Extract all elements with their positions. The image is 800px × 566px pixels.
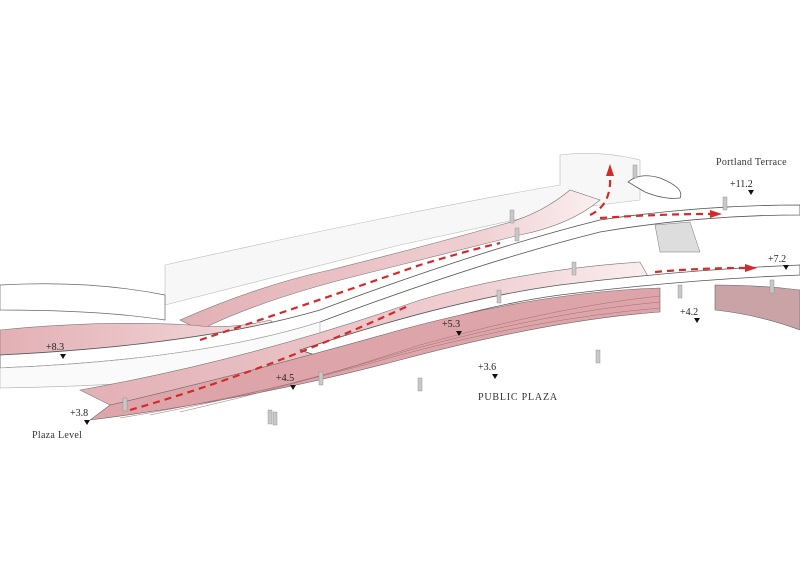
label-public-plaza: PUBLIC PLAZA [478, 392, 558, 403]
level-marker-3-8: +3.8 [70, 408, 89, 419]
people-figures [122, 164, 775, 426]
level-triangle-icon [456, 331, 462, 336]
level-marker-4-5: +4.5 [276, 373, 295, 384]
back-wall [164, 153, 641, 306]
circulation-arrows [129, 174, 746, 412]
label-plaza-level: Plaza Level [32, 430, 83, 441]
level-triangle-icon [694, 318, 700, 323]
level-triangle-icon [60, 354, 66, 359]
level-triangle-icon [783, 265, 789, 270]
arrow-terrace [599, 212, 711, 220]
level-triangle-icon [84, 420, 90, 425]
upper-floor-top [179, 189, 601, 331]
arrow-heads [606, 164, 757, 272]
arrow-upper [199, 241, 501, 342]
level-marker-7-2: +7.2 [768, 254, 787, 265]
level-marker-11-2: +11.2 [730, 179, 753, 190]
level-triangle-icon [748, 190, 754, 195]
seating-lines [119, 295, 661, 419]
level-marker-5-3: +5.3 [442, 319, 461, 330]
arrow-lower [129, 304, 411, 412]
level-triangle-icon [290, 385, 296, 390]
level-marker-8-3: +8.3 [46, 342, 65, 353]
stepped-seating [88, 287, 661, 421]
level-triangle-icon [492, 374, 498, 379]
spiral-stair [627, 175, 682, 199]
right-seating [714, 284, 800, 331]
level-marker-3-6: +3.6 [478, 362, 497, 373]
level-marker-4-2: +4.2 [680, 307, 699, 318]
label-portland-terrace: Portland Terrace [716, 157, 787, 168]
left-balcony [0, 283, 166, 321]
stair-block [654, 221, 701, 253]
arrow-up [589, 174, 612, 217]
